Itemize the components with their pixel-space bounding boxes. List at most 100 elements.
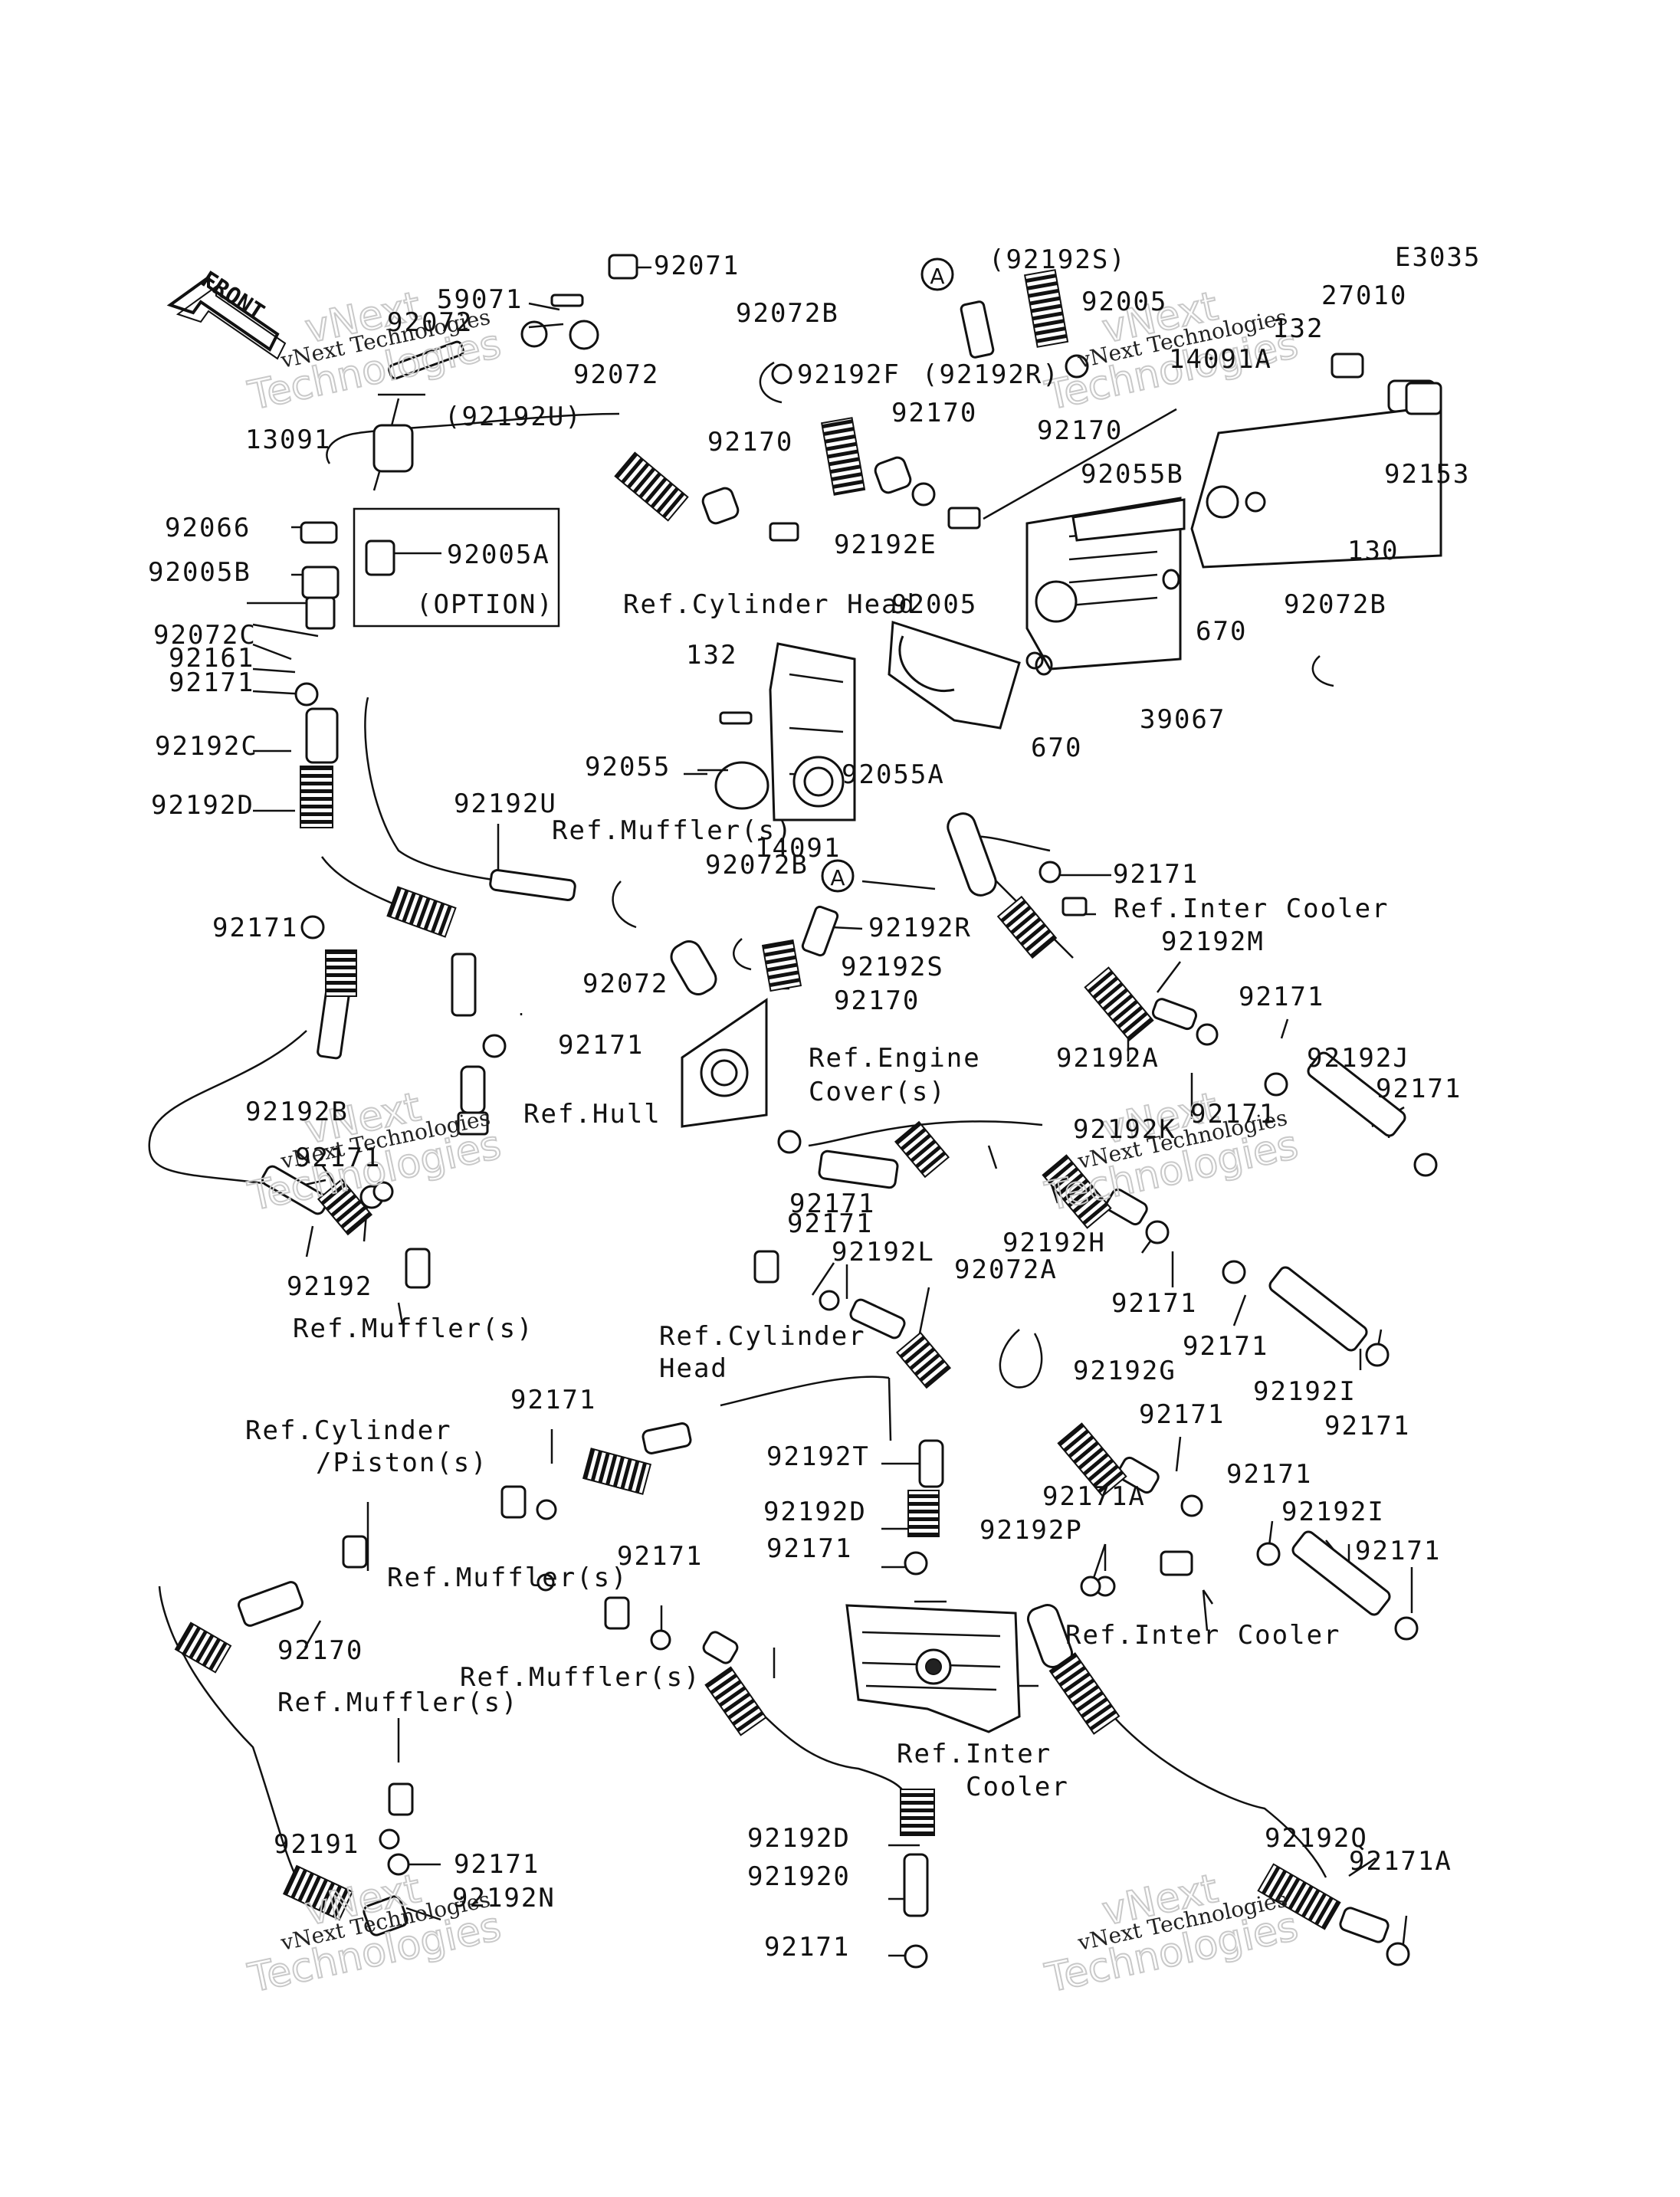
part-label-l68: 92192H	[1002, 1228, 1106, 1258]
part-label-l31: 92072C	[153, 620, 257, 651]
part-label-l10: E3035	[1395, 242, 1481, 273]
circlip-92072-lower	[612, 880, 637, 929]
part-label-l9: 92005	[1081, 287, 1167, 317]
part-label-l29: 92072B	[1284, 589, 1387, 620]
o-ring-670-a	[1162, 569, 1180, 590]
part-label-l37: 92192C	[155, 731, 258, 762]
part-label-l24: 92005B	[148, 557, 251, 588]
part-label-l44: 92072B	[705, 850, 809, 880]
part-label-l81: Ref.Cylinder	[245, 1415, 452, 1446]
part-label-l62: 92192B	[245, 1097, 349, 1127]
front-arrow-icon: FRONT	[166, 266, 287, 360]
part-label-l48: 92171	[212, 913, 298, 943]
part-label-l33: 92171	[169, 667, 254, 698]
part-label-l14: 92192F	[797, 359, 901, 390]
part-label-l103: 92171A	[1349, 1846, 1452, 1877]
part-label-l86: 92171A	[1042, 1481, 1146, 1512]
part-label-l93: Ref.Inter Cooler	[1065, 1620, 1341, 1651]
part-label-l66: 92192	[287, 1271, 372, 1302]
part-label-l40: 92192D	[151, 790, 254, 821]
engine-cover	[681, 998, 768, 1128]
part-label-l53: 92171	[1239, 982, 1324, 1012]
part-label-l61: 92171	[1190, 1099, 1276, 1130]
part-label-l83: 92192T	[766, 1441, 870, 1472]
part-label-l7: 92072B	[736, 298, 839, 329]
part-label-l19: 92153	[1384, 459, 1470, 490]
option-box	[353, 507, 560, 628]
throttle-housing	[1025, 497, 1186, 671]
part-label-l23: 92005A	[447, 539, 550, 570]
part-label-l85: 92192D	[763, 1497, 867, 1527]
part-label-l80: 92171	[1139, 1399, 1225, 1430]
part-label-l36: 39067	[1140, 704, 1226, 735]
part-label-l32: 92161	[169, 643, 254, 674]
part-label-l87: 92192I	[1281, 1497, 1385, 1527]
part-label-l60: Ref.Hull	[523, 1099, 661, 1130]
part-label-l102: 92192D	[747, 1823, 851, 1854]
part-label-l52: 92170	[834, 985, 920, 1016]
part-label-l71: Ref.Muffler(s)	[293, 1313, 534, 1344]
part-label-l90: 92192P	[979, 1515, 1083, 1546]
part-label-l13: 14091A	[1169, 344, 1272, 375]
part-label-l42: Ref.Muffler(s)	[552, 815, 793, 846]
part-label-l1: 92071	[654, 251, 740, 281]
part-label-l27: Ref.Cylinder Head	[623, 589, 916, 620]
o-ring-92055	[714, 761, 769, 810]
part-label-l41: 92192U	[454, 789, 557, 819]
part-label-l22: 92066	[165, 513, 251, 543]
part-label-l21: 130	[1347, 536, 1399, 566]
part-label-l104: 92192N	[452, 1883, 556, 1913]
part-label-l76: 92192I	[1253, 1376, 1357, 1407]
circlip-92072a	[999, 1329, 1043, 1389]
part-label-l55: Ref.Engine	[809, 1043, 981, 1074]
part-label-l57: 92192A	[1056, 1043, 1160, 1074]
part-label-l50: 92192S	[841, 952, 944, 982]
part-label-l12: 132	[1272, 313, 1324, 344]
part-label-l20: 92055B	[1081, 459, 1184, 490]
part-label-l74: Head	[659, 1353, 728, 1384]
part-label-l100: 92192Q	[1265, 1823, 1368, 1854]
part-label-l17: 92170	[707, 427, 793, 457]
part-label-l38: 92055	[585, 752, 671, 782]
part-label-l25: (OPTION)	[416, 589, 554, 620]
callout-a-top-letter: A	[930, 264, 944, 289]
part-label-l56: Cover(s)	[809, 1077, 947, 1107]
part-label-l84: 92171	[1226, 1459, 1312, 1490]
part-label-l67: 92171	[787, 1208, 873, 1239]
part-label-l96: Ref.Muffler(s)	[277, 1687, 519, 1718]
part-label-l91: 92171	[617, 1541, 703, 1572]
part-label-l6: 13091	[245, 425, 331, 455]
part-label-l106: 92171	[764, 1932, 850, 1963]
part-label-l35: 670	[1031, 733, 1082, 763]
part-label-l78: 92171	[510, 1385, 596, 1415]
part-label-l2: 59071	[437, 284, 523, 315]
part-label-l65: 92171	[789, 1189, 875, 1219]
circlip-92072b	[733, 361, 1334, 971]
part-label-l98: Cooler	[966, 1772, 1069, 1802]
callout-a-mid: A	[821, 859, 855, 893]
gasket-92055a	[888, 620, 1021, 730]
part-label-l73: Ref.Cylinder	[659, 1321, 866, 1352]
inter-cooler-tank	[845, 1604, 1021, 1733]
part-label-l4: 92072	[573, 359, 659, 390]
fitting-hull	[457, 1065, 489, 1136]
part-label-l63: 92192K	[1073, 1114, 1176, 1145]
part-labels: 92071590719207292072(92192U)1309192072B(…	[148, 242, 1481, 1963]
part-label-l105: 921920	[747, 1861, 851, 1892]
part-label-l88: 92171	[766, 1533, 852, 1564]
part-label-l5: (92192U)	[445, 402, 582, 432]
part-label-l79: 92192G	[1073, 1356, 1176, 1386]
part-label-l64: 92171	[295, 1143, 381, 1173]
part-label-l54: 92171	[558, 1030, 644, 1061]
callout-a-mid-letter: A	[830, 865, 845, 890]
part-label-l16: 92170	[891, 398, 977, 428]
fitting-92153	[1405, 382, 1442, 415]
part-label-l39: 92055A	[842, 759, 945, 790]
part-label-l34: 132	[686, 640, 737, 671]
part-label-l82: /Piston(s)	[316, 1448, 488, 1478]
part-label-l15: (92192R)	[922, 359, 1060, 390]
part-label-l94: 92170	[277, 1635, 363, 1666]
part-label-l92: Ref.Muffler(s)	[387, 1562, 628, 1593]
